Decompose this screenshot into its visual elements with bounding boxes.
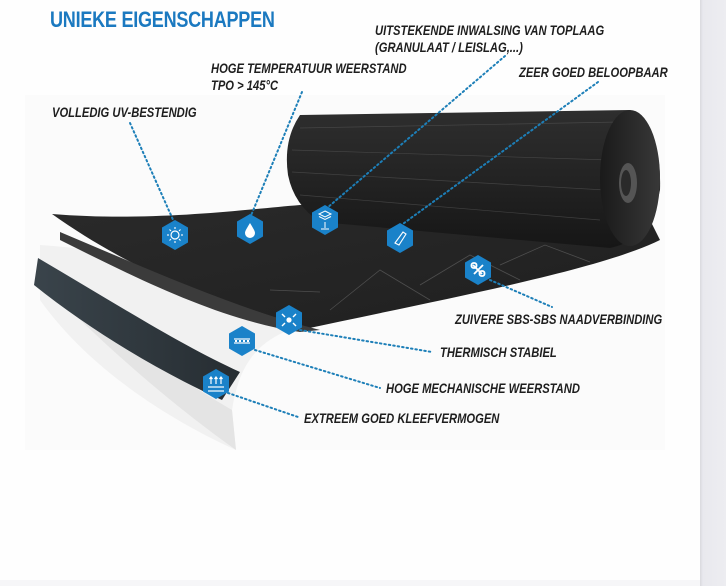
feature-label-temp-sub: TPO > 145°C (211, 77, 279, 93)
shoe-icon (387, 223, 413, 253)
feature-label-temp: HOGE TEMPERATUUR WEERSTAND (211, 60, 407, 76)
page-title: UNIEKE EIGENSCHAPPEN (50, 7, 275, 32)
feature-label-mech: HOGE MECHANISCHE WEERSTAND (386, 380, 580, 396)
surface-icon (229, 326, 255, 356)
link-icon (465, 255, 491, 285)
page-edge (700, 0, 726, 586)
drop-icon (237, 214, 263, 244)
feature-label-toplayer: UITSTEKENDE INWALSING VAN TOPLAAG (375, 22, 605, 38)
feature-label-adhesion: EXTREEM GOED KLEEFVERMOGEN (304, 410, 500, 426)
feature-label-walk: ZEER GOED BELOOPBAAR (519, 64, 668, 80)
layers-press-icon (312, 205, 338, 235)
membrane-roll-illustration (34, 55, 661, 450)
page-bottom-edge (0, 580, 700, 586)
sun-icon (162, 220, 188, 250)
feature-label-thermal: THERMISCH STABIEL (440, 344, 557, 360)
feature-label-toplayer-sub: (GRANULAAT / LEISLAG,...) (375, 39, 523, 55)
feature-label-uv: VOLLEDIG UV-BESTENDIG (52, 104, 197, 120)
expand-icon (276, 305, 302, 335)
adhesion-arrows-icon (203, 369, 229, 399)
feature-label-seam: ZUIVERE SBS-SBS NAADVERBINDING (455, 311, 663, 327)
